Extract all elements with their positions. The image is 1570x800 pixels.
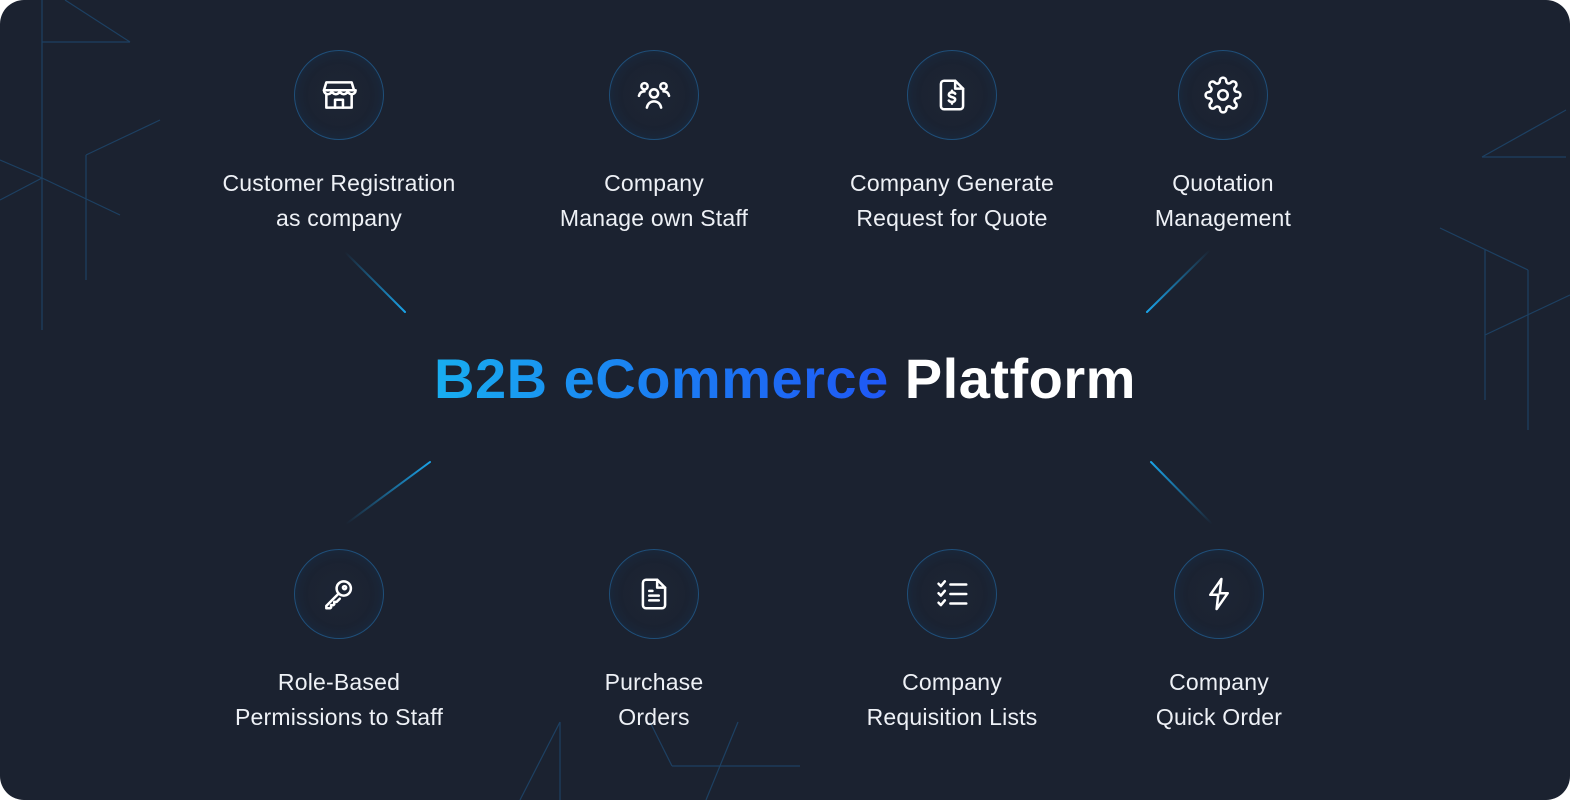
feature-label-line: Role-Based <box>277 669 401 695</box>
connector-line-top-4 <box>1146 249 1211 313</box>
document-icon <box>641 578 667 610</box>
title-highlight: B2B eCommerce <box>434 347 889 410</box>
feature-label: Company Generate Request for Quote <box>850 166 1054 236</box>
connector-line-bottom-4 <box>1150 461 1213 525</box>
feature-label-line: Quotation <box>1172 170 1274 196</box>
feature-manage-staff: Company Manage own Staff <box>494 50 814 236</box>
feature-label: Company Quick Order <box>1156 665 1282 735</box>
gear-icon <box>1204 76 1242 114</box>
feature-label-line: Manage own Staff <box>559 205 749 231</box>
connector-line-bottom-1 <box>345 461 431 525</box>
checklist-icon <box>937 580 968 607</box>
users-icon <box>637 81 671 109</box>
feature-label: Quotation Management <box>1155 166 1291 236</box>
feature-label: Purchase Orders <box>605 665 704 735</box>
icon-badge <box>907 50 997 140</box>
icon-badge <box>907 549 997 639</box>
feature-label-line: Requisition Lists <box>866 704 1038 730</box>
feature-customer-registration: Customer Registration as company <box>179 50 499 236</box>
feature-label-line: Company <box>1169 669 1269 695</box>
feature-request-for-quote: Company Generate Request for Quote <box>792 50 1112 236</box>
feature-label: Role-Based Permissions to Staff <box>235 665 443 735</box>
feature-label-line: Request for Quote <box>856 205 1048 231</box>
connector-lines <box>344 247 1213 527</box>
platform-title: B2B eCommerce Platform <box>0 346 1570 411</box>
dollar-document-icon <box>939 79 965 111</box>
icon-badge <box>1178 50 1268 140</box>
feature-label: Company Manage own Staff <box>560 166 748 236</box>
feature-quick-order: Company Quick Order <box>1059 549 1379 735</box>
feature-label-line: Customer Registration <box>222 170 456 196</box>
feature-role-based-permissions: Role-Based Permissions to Staff <box>179 549 499 735</box>
title-rest: Platform <box>904 347 1136 410</box>
feature-label: Customer Registration as company <box>222 166 455 236</box>
feature-label-line: Company <box>604 170 704 196</box>
key-icon <box>325 580 353 610</box>
icon-badge <box>609 50 699 140</box>
feature-label: Company Requisition Lists <box>867 665 1038 735</box>
feature-label-line: Orders <box>618 704 690 730</box>
feature-label-line: as company <box>275 205 402 231</box>
feature-quotation-management: Quotation Management <box>1063 50 1383 236</box>
connector-line-top-1 <box>344 251 406 313</box>
icon-badge <box>609 549 699 639</box>
feature-label-line: Quick Order <box>1155 704 1283 730</box>
storefront-icon <box>322 81 357 109</box>
icon-badge <box>1174 549 1264 639</box>
feature-purchase-orders: Purchase Orders <box>494 549 814 735</box>
feature-label-line: Management <box>1154 205 1292 231</box>
icon-badge <box>294 549 384 639</box>
feature-label-line: Permissions to Staff <box>234 704 444 730</box>
feature-label-line: Company Generate <box>850 170 1054 196</box>
feature-label-line: Company <box>902 669 1002 695</box>
lightning-icon <box>1209 577 1229 611</box>
feature-requisition-lists: Company Requisition Lists <box>792 549 1112 735</box>
icon-badge <box>294 50 384 140</box>
feature-label-line: Purchase <box>604 669 704 695</box>
